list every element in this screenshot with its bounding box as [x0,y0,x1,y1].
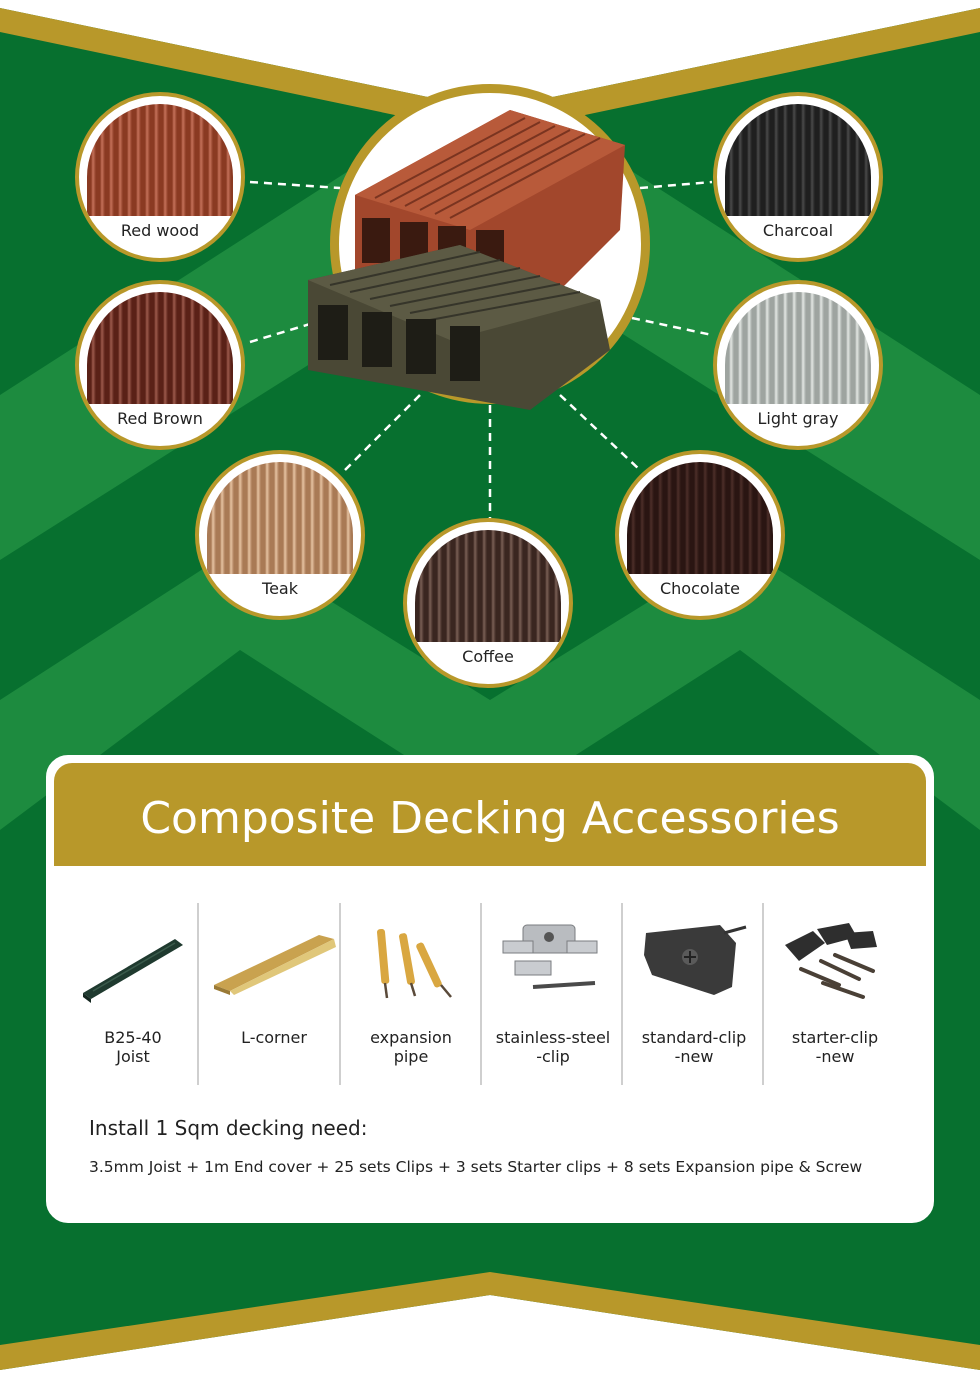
starter-clip-icon [785,923,877,999]
decking-board-icon [308,110,625,410]
swatch-label: Teak [262,579,298,598]
swatch-label: Charcoal [762,221,834,240]
swatch-coffee[interactable]: Coffee [403,518,573,688]
light-gray-texture [725,292,871,404]
l-corner-icon [214,935,336,995]
accessory-joist[interactable]: B25-40 Joist [63,903,203,1083]
red-brown-texture [87,292,233,404]
swatch-chocolate[interactable]: Chocolate [615,450,785,620]
swatch-label: Chocolate [659,579,741,598]
swatch-red-brown[interactable]: Red Brown [75,280,245,450]
divider [197,903,199,1085]
accessory-expansion-pipe[interactable]: expansion pipe [341,903,481,1083]
divider [762,903,764,1085]
stainless-clip-icon [502,924,598,989]
swatch-red-wood[interactable]: Red wood [75,92,245,262]
joist-icon [83,939,183,1003]
accessory-stainless-clip[interactable]: stainless-steel -clip [483,903,623,1083]
standard-clip-icon [644,925,747,995]
red-wood-texture [87,104,233,216]
accessory-label: expansion pipe [370,1028,452,1066]
accessory-standard-clip[interactable]: standard-clip -new [624,903,764,1083]
charcoal-texture [725,104,871,216]
accessory-label: stainless-steel -clip [495,1028,611,1066]
install-text: 3.5mm Joist + 1m End cover + 25 sets Cli… [89,1158,863,1176]
coffee-texture [415,530,561,642]
chocolate-texture [627,462,773,574]
accessory-label: B25-40 Joist [104,1028,162,1066]
accessory-l-corner[interactable]: L-corner [204,903,344,1083]
swatch-label: Red Brown [117,409,203,428]
swatch-label: Red wood [120,221,200,240]
accessories-title: Composite Decking Accessories [140,793,840,844]
accessory-label: L-corner [241,1028,307,1047]
expansion-pipe-icon [376,929,452,999]
accessory-starter-clip[interactable]: starter-clip -new [765,903,905,1083]
swatch-label: Coffee [462,647,514,666]
divider [480,903,482,1085]
divider [339,903,341,1085]
accessory-label: standard-clip -new [641,1028,747,1066]
teak-texture [207,462,353,574]
divider [621,903,623,1085]
install-title: Install 1 Sqm decking need: [89,1116,368,1140]
accessories-card: Composite Decking Accessories B25-40 Joi… [46,755,934,1223]
swatch-light-gray[interactable]: Light gray [713,280,883,450]
swatch-label: Light gray [757,409,839,428]
swatch-charcoal[interactable]: Charcoal [713,92,883,262]
swatch-teak[interactable]: Teak [195,450,365,620]
accessory-label: starter-clip -new [791,1028,879,1066]
accessories-header: Composite Decking Accessories [54,763,926,866]
